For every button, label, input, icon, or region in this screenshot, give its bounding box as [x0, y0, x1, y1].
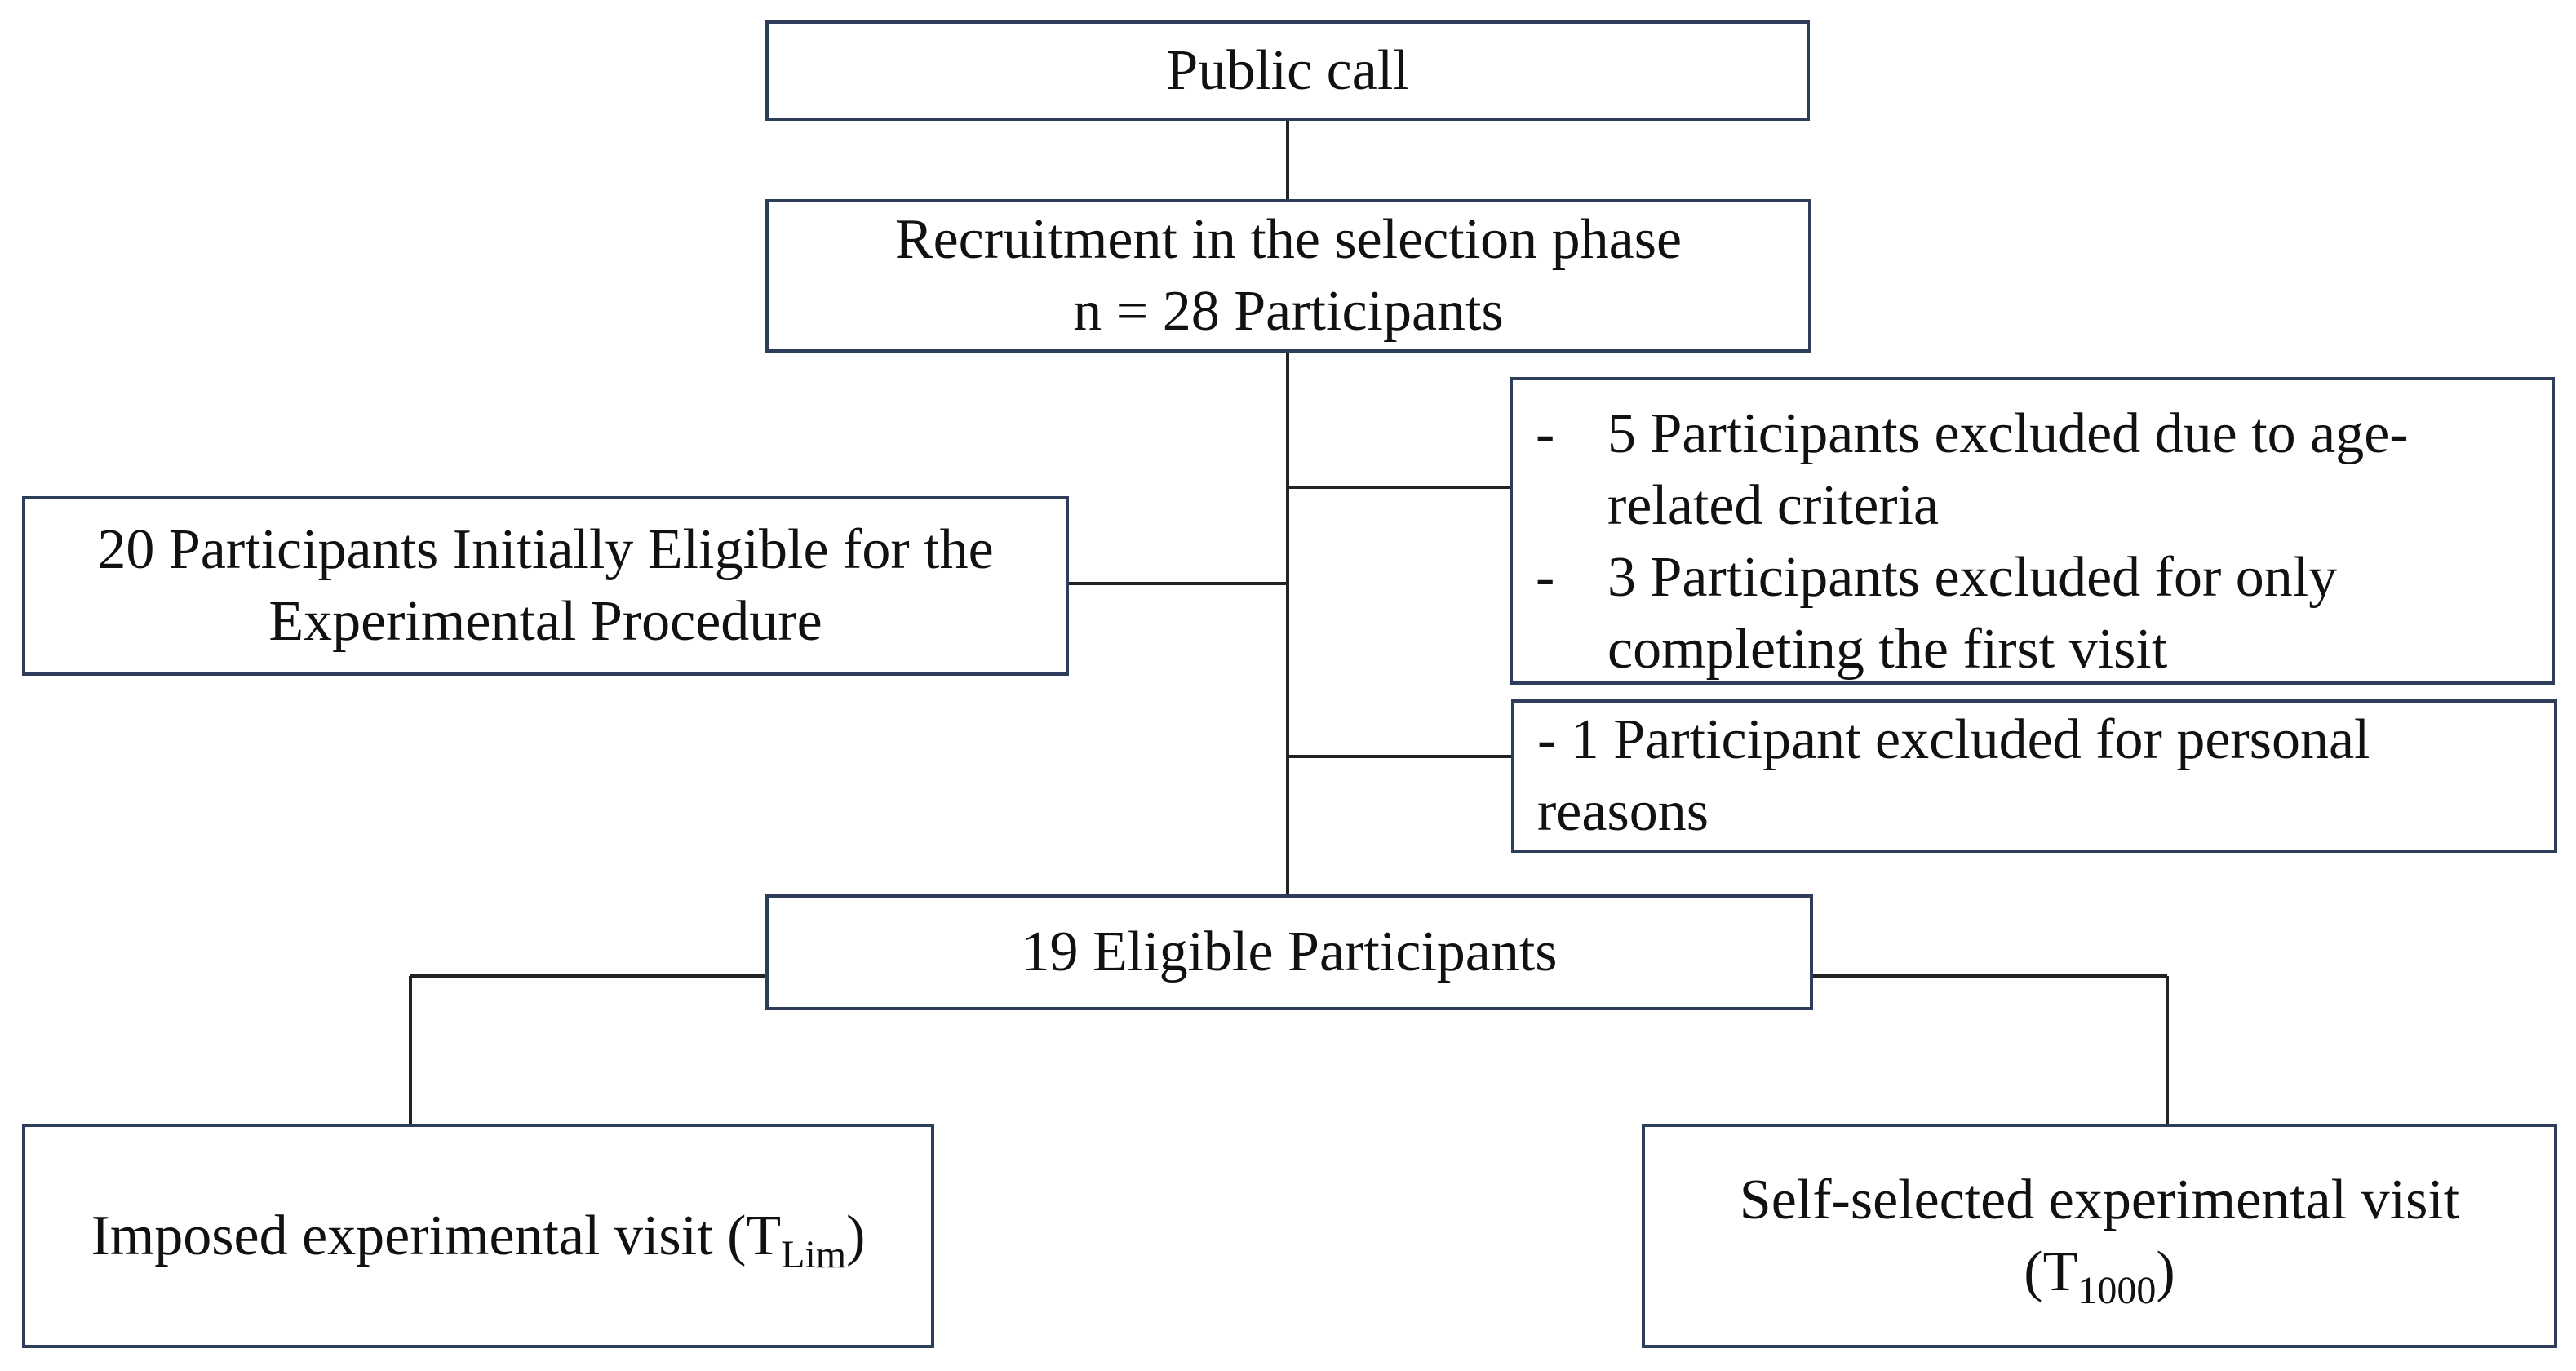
imposed-visit-text: Imposed experimental visit (T [91, 1204, 782, 1267]
public-call-label: Public call [1166, 38, 1409, 102]
recruitment-box: Recruitment in the selection phase n = 2… [765, 199, 1811, 353]
exclusion-item-age-dash: - [1536, 402, 1555, 465]
exclusions-second-box: - 1 Participant excluded for personal re… [1511, 699, 2557, 853]
exclusion-item-age: - 5 Participants excluded due to age- re… [1536, 398, 2535, 542]
eligible-participants-box: 19 Eligible Participants [765, 894, 1813, 1010]
recruitment-title: Recruitment in the selection phase [894, 208, 1683, 271]
public-call-box: Public call [765, 20, 1810, 121]
self-selected-visit-line2: (T1000) [2024, 1236, 2175, 1311]
self-selected-visit-open: (T [2024, 1240, 2078, 1303]
exclusion-personal-line1: - 1 Participant excluded for personal [1537, 708, 2370, 771]
self-selected-visit-subscript: 1000 [2077, 1268, 2157, 1312]
imposed-visit-box: Imposed experimental visit (TLim) [22, 1124, 934, 1348]
exclusion-personal-line2: reasons [1537, 780, 1709, 843]
imposed-visit-close: ) [846, 1204, 866, 1267]
imposed-visit-subscript: Lim [781, 1232, 847, 1276]
initially-eligible-box: 20 Participants Initially Eligible for t… [22, 496, 1069, 676]
self-selected-visit-line1: Self-selected experimental visit [1739, 1168, 2460, 1231]
exclusion-item-first-visit-line2: completing the first visit [1607, 618, 2168, 681]
exclusion-item-first-visit-line1: 3 Participants excluded for only [1607, 546, 2338, 609]
self-selected-visit-box: Self-selected experimental visit (T1000) [1642, 1124, 2557, 1348]
eligible-participants-label: 19 Eligible Participants [1021, 921, 1558, 983]
imposed-visit-label: Imposed experimental visit (TLim) [91, 1200, 866, 1275]
exclusion-item-age-line1: 5 Participants excluded due to age- [1607, 402, 2409, 465]
initially-eligible-line1: 20 Participants Initially Eligible for t… [97, 518, 994, 581]
exclusion-item-first-visit-dash: - [1536, 546, 1555, 609]
initially-eligible-line2: Experimental Procedure [268, 590, 822, 653]
exclusion-item-age-line2: related criteria [1607, 474, 1940, 537]
exclusions-first-box: - 5 Participants excluded due to age- re… [1510, 377, 2555, 685]
recruitment-count: n = 28 Participants [1073, 280, 1504, 343]
exclusion-item-first-visit: - 3 Participants excluded for only compl… [1536, 542, 2535, 686]
self-selected-visit-close: ) [2156, 1240, 2175, 1303]
